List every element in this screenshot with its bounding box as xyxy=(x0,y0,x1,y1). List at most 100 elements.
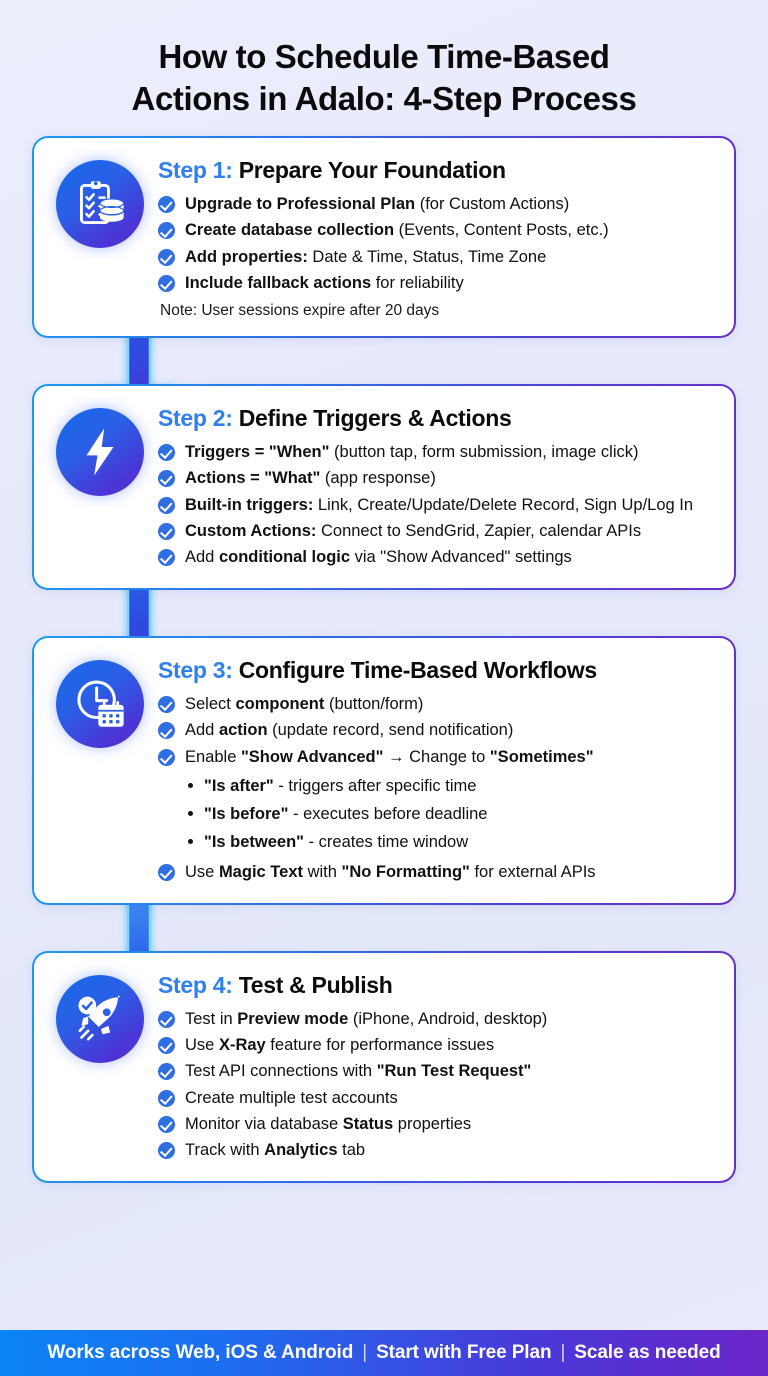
step-2-title: Define Triggers & Actions xyxy=(238,405,512,432)
step-3-bullet-list: Select component (button/form) Add actio… xyxy=(158,693,716,768)
list-item: Include fallback actions for reliability xyxy=(158,272,716,294)
bullet-strong: Create database collection xyxy=(185,221,395,240)
step-2-body: Step 2: Define Triggers & Actions Trigge… xyxy=(158,402,716,572)
footer-separator-1: | xyxy=(362,1342,368,1363)
check-circle-icon xyxy=(158,444,175,462)
list-item: Add action (update record, send notifica… xyxy=(158,719,716,741)
bullet-pre: Use xyxy=(185,862,219,881)
steps-container: Step 1: Prepare Your Foundation Upgrade … xyxy=(0,120,768,1183)
bullet-strong: Actions = "What" xyxy=(185,469,321,488)
check-circle-icon xyxy=(158,222,175,240)
step-1-note: Note: User sessions expire after 20 days xyxy=(160,302,440,320)
step-1-title: Prepare Your Foundation xyxy=(238,157,506,184)
step-2-bullet-list: Triggers = "When" (button tap, form subm… xyxy=(158,441,716,568)
step-2-heading: Step 2: Define Triggers & Actions xyxy=(158,404,716,433)
lightning-bolt-icon xyxy=(56,408,144,497)
sub-bullet-rest: - triggers after specific time xyxy=(273,776,477,795)
step-card-2[interactable]: Step 2: Define Triggers & Actions Trigge… xyxy=(32,384,736,590)
page-title-line-2: Actions in Adalo: 4-Step Process xyxy=(131,80,637,118)
check-circle-icon xyxy=(158,196,175,214)
step-card-4[interactable]: Step 4: Test & Publish Test in Preview m… xyxy=(32,951,736,1183)
bullet-rest: (button tap, form submission, image clic… xyxy=(329,443,639,462)
list-item: Use X-Ray feature for performance issues xyxy=(158,1034,716,1056)
step-1-label: Step 1: xyxy=(158,157,233,184)
page-title-line-1: How to Schedule Time-Based xyxy=(158,38,610,75)
check-circle-icon xyxy=(158,1115,175,1133)
step-card-3[interactable]: Step 3: Configure Time-Based Workflows S… xyxy=(32,636,736,905)
bullet-pre: Select xyxy=(185,695,236,714)
bullet-strong: Include fallback actions xyxy=(185,274,372,293)
page-title: How to Schedule Time-Based Actions in Ad… xyxy=(0,0,768,120)
check-circle-icon xyxy=(158,1036,175,1054)
check-circle-icon xyxy=(158,696,175,714)
bullet-strong: "Run Test Request" xyxy=(376,1062,532,1081)
step-3-final-bullet-list: Use Magic Text with "No Formatting" for … xyxy=(158,861,716,883)
clipboard-database-icon xyxy=(56,160,144,249)
list-item: Add conditional logic via "Show Advanced… xyxy=(158,546,716,568)
list-item: "Is between" - creates time window xyxy=(186,831,716,853)
sub-bullet-rest: - executes before deadline xyxy=(288,805,488,824)
bullet-pre: Add xyxy=(185,721,219,740)
bullet-rest: (button/form) xyxy=(324,695,424,714)
step-4-title: Test & Publish xyxy=(238,971,393,998)
step-4-heading: Step 4: Test & Publish xyxy=(158,971,716,1000)
footer-item-3: Scale as needed xyxy=(574,1342,721,1363)
list-item: Test API connections with "Run Test Requ… xyxy=(158,1060,716,1082)
check-circle-icon xyxy=(158,1010,175,1028)
check-circle-icon xyxy=(158,1142,175,1160)
bullet-pre: Track with xyxy=(185,1141,265,1160)
step-card-1[interactable]: Step 1: Prepare Your Foundation Upgrade … xyxy=(32,136,736,338)
bullet-rest: (Events, Content Posts, etc.) xyxy=(394,221,609,240)
list-item: Upgrade to Professional Plan (for Custom… xyxy=(158,193,716,215)
list-item: Monitor via database Status properties xyxy=(158,1113,716,1135)
check-circle-icon xyxy=(158,1089,175,1107)
bullet-rest: via "Show Advanced" settings xyxy=(350,548,572,567)
bullet-strong: Status xyxy=(342,1114,394,1133)
bullet-pre: Use xyxy=(185,1035,219,1054)
list-item: Create multiple test accounts xyxy=(158,1087,716,1109)
check-circle-icon xyxy=(158,248,175,266)
bullet-pre: Test in xyxy=(185,1009,238,1028)
rocket-check-icon xyxy=(56,974,144,1063)
bullet-strong: component xyxy=(235,695,325,714)
step-4-bullet-list: Test in Preview mode (iPhone, Android, d… xyxy=(158,1008,716,1162)
list-item: "Is after" - triggers after specific tim… xyxy=(186,775,716,797)
sub-bullet-strong: "Is before" xyxy=(204,805,289,824)
bullet-rest: for reliability xyxy=(371,274,464,293)
step-2-label: Step 2: xyxy=(158,405,233,432)
sub-bullet-rest: - creates time window xyxy=(304,833,469,852)
bullet-rest: (for Custom Actions) xyxy=(415,195,570,214)
step-3-heading: Step 3: Configure Time-Based Workflows xyxy=(158,656,716,685)
list-item: Create database collection (Events, Cont… xyxy=(158,219,716,241)
bullet-strong: Built-in triggers: xyxy=(185,495,314,514)
list-item: Use Magic Text with "No Formatting" for … xyxy=(158,861,716,883)
bullet-pre: Create multiple test accounts xyxy=(185,1088,398,1107)
check-circle-icon xyxy=(158,522,175,540)
bullet-strong: Preview mode xyxy=(237,1009,349,1028)
bullet-strong: X-Ray xyxy=(218,1035,266,1054)
check-circle-icon xyxy=(158,496,175,514)
list-item: Actions = "What" (app response) xyxy=(158,467,716,489)
check-circle-icon xyxy=(158,722,175,740)
bullet-strong: Upgrade to Professional Plan xyxy=(185,195,416,214)
bullet-strong: "Show Advanced" xyxy=(240,747,384,766)
list-item: Enable "Show Advanced" → Change to "Some… xyxy=(158,746,716,768)
footer-banner: Works across Web, iOS & Android | Start … xyxy=(0,1330,768,1376)
list-item: Select component (button/form) xyxy=(158,693,716,715)
step-1-heading: Step 1: Prepare Your Foundation xyxy=(158,156,716,185)
list-item: Triggers = "When" (button tap, form subm… xyxy=(158,441,716,463)
bullet-strong: Add properties: xyxy=(185,247,308,266)
bullet-strong: Custom Actions: xyxy=(185,521,317,540)
list-item: "Is before" - executes before deadline xyxy=(186,803,716,825)
bullet-rest: Link, Create/Update/Delete Record, Sign … xyxy=(313,495,694,514)
sub-bullet-strong: "Is after" xyxy=(204,776,274,795)
check-circle-icon xyxy=(158,863,175,881)
step-1-body: Step 1: Prepare Your Foundation Upgrade … xyxy=(158,154,716,320)
step-4-label: Step 4: xyxy=(158,971,233,998)
check-circle-icon xyxy=(158,549,175,567)
list-item: Custom Actions: Connect to SendGrid, Zap… xyxy=(158,520,716,542)
bullet-rest: tab xyxy=(337,1141,366,1160)
check-circle-icon xyxy=(158,748,175,766)
step-4-body: Step 4: Test & Publish Test in Preview m… xyxy=(158,969,716,1165)
bullet-mid: → Change to xyxy=(383,747,490,766)
